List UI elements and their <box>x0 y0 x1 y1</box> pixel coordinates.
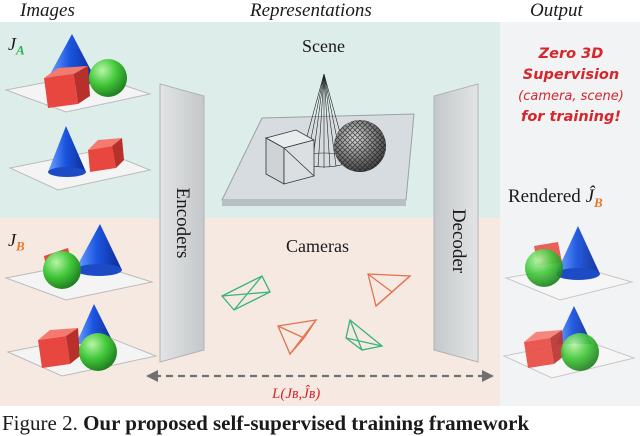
note-line-4: for training! <box>521 109 621 125</box>
caption-bold: Our proposed self-supervised training fr… <box>83 411 530 435</box>
rendered-label: Rendered ĴB <box>508 186 603 211</box>
set-b-sub: B <box>16 238 25 254</box>
header-output: Output <box>530 0 583 21</box>
note-line-2: Supervision <box>522 67 620 83</box>
image-a2 <box>8 126 152 191</box>
loss-arrow <box>146 370 494 382</box>
set-a-sub: A <box>16 42 25 58</box>
image-b2 <box>6 304 158 377</box>
loss-label: L(Jʙ,Ĵʙ) <box>272 386 321 402</box>
figure-caption: Figure 2. Our proposed self-supervised t… <box>2 411 529 436</box>
camera-3 <box>367 273 412 308</box>
decoder-block <box>433 83 479 363</box>
set-b-label: JB <box>8 230 25 255</box>
note-line-1: Zero 3D <box>538 46 604 62</box>
note-line-3: (camera, scene) <box>518 89 624 104</box>
rendered-b2 <box>502 306 636 379</box>
caption-prefix: Figure 2. <box>2 411 78 435</box>
camera-2 <box>277 319 318 356</box>
set-b-letter: J <box>8 230 16 250</box>
set-a-label: JA <box>8 34 25 59</box>
bottom-band <box>0 218 500 406</box>
rendered-b1 <box>504 226 634 301</box>
scene-render <box>221 73 415 206</box>
image-a1 <box>4 34 152 113</box>
camera-1 <box>220 275 271 311</box>
header-images: Images <box>20 0 75 21</box>
rendered-set-sub: B <box>594 194 603 210</box>
scene-label: Scene <box>302 36 345 56</box>
camera-4 <box>345 318 384 351</box>
set-a-letter: J <box>8 34 16 54</box>
rendered-set: Ĵ <box>585 186 594 207</box>
encoders-label: Encoders <box>172 187 193 259</box>
encoders-block <box>159 83 205 363</box>
cameras-group <box>220 273 412 356</box>
supervision-note: Zero 3D Supervision (camera, scene) for … <box>502 44 640 128</box>
decoder-label: Decoder <box>448 208 469 274</box>
image-b1 <box>4 224 154 301</box>
cameras-label: Cameras <box>286 236 349 256</box>
header-representations: Representations <box>250 0 372 21</box>
rendered-word: Rendered <box>508 186 581 207</box>
